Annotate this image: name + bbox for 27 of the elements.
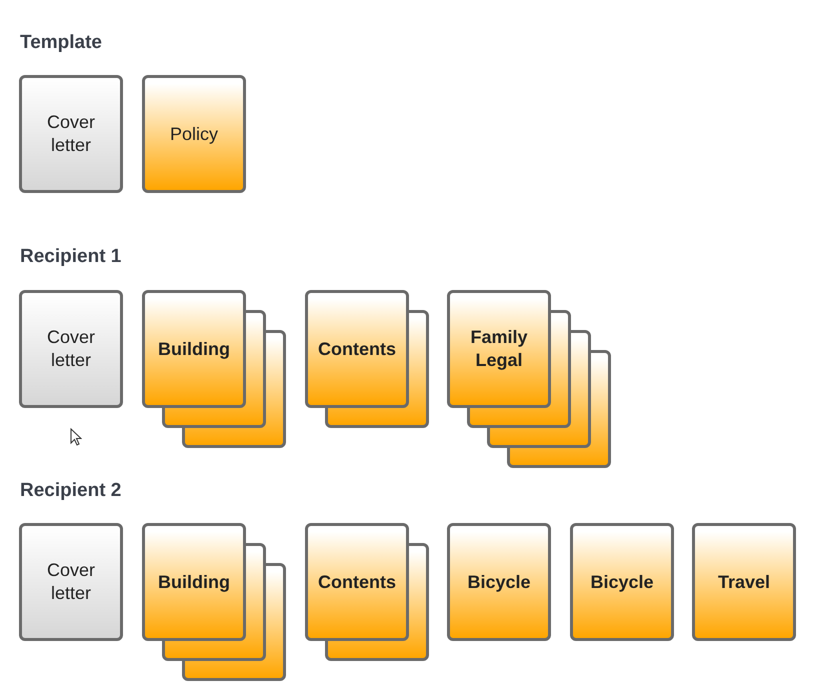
document-card bbox=[692, 523, 796, 641]
document-card bbox=[142, 75, 246, 193]
card-title: Cover letter bbox=[46, 326, 96, 372]
document-card bbox=[19, 290, 123, 408]
card-title: Contents bbox=[317, 338, 397, 360]
card-title: Family Legal bbox=[469, 326, 529, 372]
document-stack bbox=[447, 290, 611, 468]
section-heading: Recipient 2 bbox=[20, 480, 122, 502]
card-title: Cover letter bbox=[46, 111, 96, 157]
document-stack bbox=[305, 523, 429, 661]
card-title: Contents bbox=[317, 570, 397, 594]
document-card bbox=[570, 523, 674, 641]
card-title: Cover letter bbox=[46, 559, 96, 605]
card-title: Bicycle bbox=[466, 570, 532, 594]
card-title: Building bbox=[157, 338, 231, 360]
card-title: Bicycle bbox=[589, 570, 655, 594]
document-card bbox=[19, 75, 123, 193]
document-card bbox=[19, 523, 123, 641]
document-stack bbox=[305, 290, 429, 428]
document-card bbox=[447, 523, 551, 641]
card-title: Building bbox=[157, 570, 231, 594]
section-heading: Recipient 1 bbox=[20, 246, 122, 268]
section-heading: Template bbox=[20, 32, 102, 54]
card-title: Travel bbox=[716, 570, 772, 594]
document-stack bbox=[142, 290, 286, 448]
card-title: Policy bbox=[168, 122, 219, 146]
document-stack bbox=[142, 523, 286, 681]
